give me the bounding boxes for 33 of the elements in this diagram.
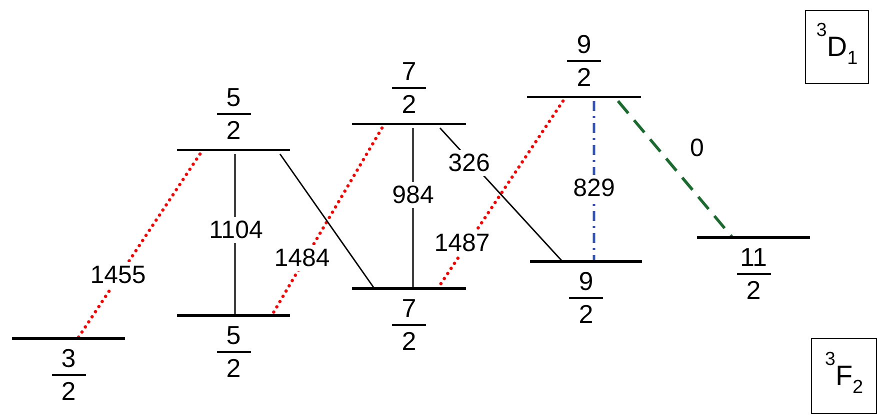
- transition-line: [270, 126, 384, 317]
- fraction-numerator: 5: [226, 322, 241, 348]
- transition-line: [592, 101, 596, 261]
- fraction-denominator: 2: [746, 276, 761, 304]
- edge-label: 1487: [433, 230, 491, 256]
- fraction-denominator: 2: [402, 328, 416, 354]
- fraction-denominator: 2: [578, 300, 594, 328]
- fraction-denominator: 2: [61, 378, 76, 404]
- transition-line: [279, 154, 375, 288]
- fraction-numerator: 9: [578, 268, 594, 294]
- transition-line: [616, 100, 734, 238]
- edge-label: 984: [391, 182, 435, 208]
- transition-line: [234, 154, 236, 315]
- transition-line: [439, 128, 563, 262]
- fraction-numerator: 5: [226, 84, 241, 110]
- term-symbol-box: $^{3}$F$_{2}$: [811, 338, 877, 414]
- fraction-numerator: 7: [402, 294, 416, 322]
- term-symbol-box: $^{3}$D$_{1}$: [805, 10, 869, 84]
- edge-label: 326: [447, 150, 491, 176]
- transition-line: [76, 152, 202, 340]
- edge-label: 1104: [208, 217, 264, 243]
- edge-label: 1455: [89, 262, 147, 288]
- transition-line: [412, 128, 414, 288]
- edge-label: 1484: [273, 245, 331, 271]
- fraction-denominator: 2: [226, 116, 241, 144]
- fraction-numerator: 11: [740, 244, 767, 270]
- fraction-denominator: 2: [226, 354, 241, 382]
- fraction-denominator: 2: [402, 90, 416, 118]
- fraction-numerator: 3: [61, 344, 76, 372]
- fraction-numerator: 9: [576, 30, 592, 58]
- fraction-numerator: 7: [402, 58, 416, 84]
- edge-label: 829: [572, 175, 616, 201]
- fraction-denominator: 2: [576, 64, 592, 90]
